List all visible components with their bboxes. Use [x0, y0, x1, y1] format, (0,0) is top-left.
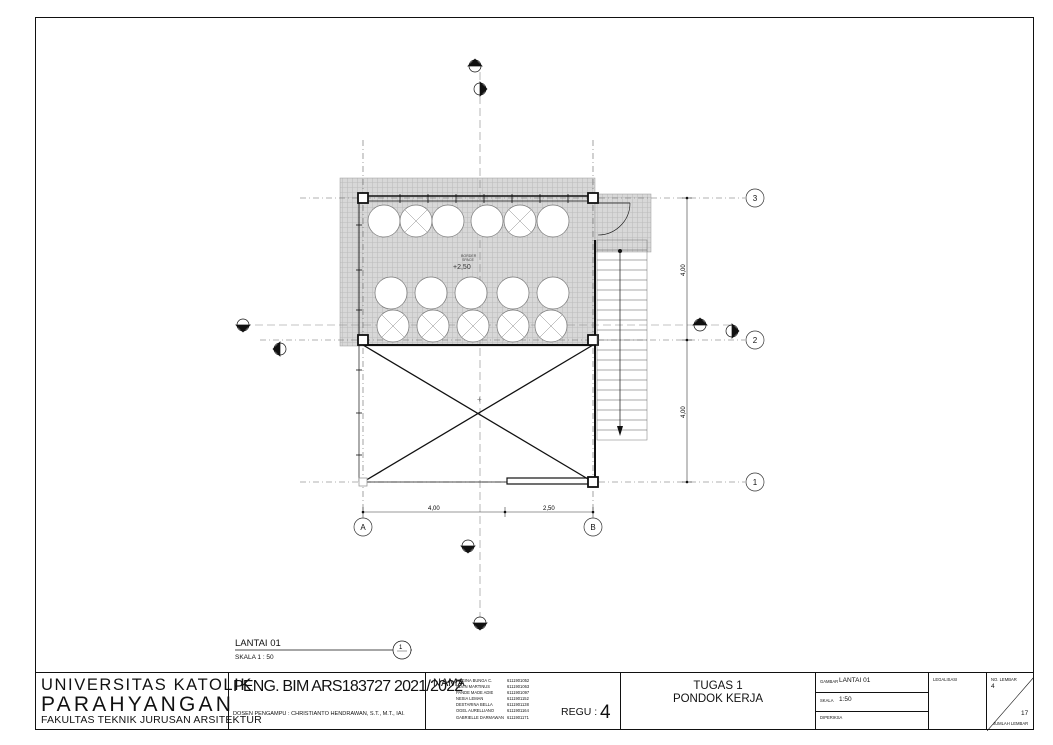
section-marker-top [473, 81, 488, 97]
stair-arrow-icon [617, 426, 623, 436]
assignment-title: TUGAS 1 PONDOK KERJA [621, 680, 815, 706]
skala-label: SKALA [820, 698, 834, 703]
grid-bubble-a [353, 517, 373, 537]
elevation-marker-top [467, 58, 483, 73]
grid-bubble-2 [745, 330, 765, 350]
gambar-label: GAMBAR [820, 679, 839, 684]
skala-value: 1:50 [839, 696, 852, 703]
assignment-cell: TUGAS 1 PONDOK KERJA [621, 673, 816, 730]
section-marker-left [235, 318, 251, 333]
course-cell: PENG. BIM ARS183727 2021/2022 DOSEN PENG… [229, 673, 463, 730]
member-name: DESTARINA BELLA [456, 702, 493, 708]
regu-number: 4 [600, 702, 611, 723]
lecturer: DOSEN PENGAMPU : CHRISTIANTO HENDRAWAN, … [233, 711, 405, 717]
university-cell: UNIVERSITAS KATOLIK PARAHYANGAN FAKULTAS… [35, 673, 262, 730]
void-cross-2 [362, 344, 594, 483]
dim-h-2: 2,50 [543, 506, 555, 512]
member-row: NESIA LEMAN 6111901152 [456, 696, 529, 702]
assignment-line1: TUGAS 1 [693, 680, 743, 692]
member-name: OGEL AURELLIANO [456, 708, 495, 714]
jumlah-lembar-value: 17 [1021, 710, 1029, 717]
column-a3 [357, 192, 369, 204]
grid-label-b: B [590, 523, 595, 532]
elevation-marker-left [272, 341, 287, 357]
dim-v-1: 4,00 [681, 264, 687, 276]
view-title-number: 1 [399, 645, 403, 651]
sheet-number-cell: NO. LEMBAR 4 17 JUMLAH LEMBAR [987, 673, 1034, 731]
grid-bubble-3 [745, 188, 765, 208]
member-row: OGEL AURELLIANO 6111901164 [456, 708, 529, 714]
nama-label: NAMA [433, 677, 465, 689]
section-marker-right [692, 317, 708, 332]
member-nrp: 6111901138 [507, 702, 529, 708]
dim-v-2: 4,00 [681, 406, 687, 418]
member-name: NESIA LEMAN [456, 696, 484, 702]
members-cell: NAMA REGINA BUNGA C. 6111901052 ALVIN MAR… [426, 673, 621, 730]
grid-label-2: 2 [753, 336, 758, 345]
jumlah-lembar-label: JUMLAH LEMBAR [993, 721, 1029, 726]
member-name: PANDE MADE ADIE [456, 690, 494, 696]
legalisasi-cell: LEGALISASI [929, 673, 987, 730]
sheet-number-divider [987, 676, 1034, 731]
member-name: GABRIELLE DARMAWAN [456, 714, 504, 720]
view-title: LANTAI 01 [235, 638, 281, 649]
sheet-info-cell: GAMBAR LANTAI 01 SKALA 1:50 DIPERIKSA [816, 673, 929, 730]
elevation-marker-bottom [460, 539, 476, 554]
member-nrp: 6111901063 [507, 684, 530, 690]
view-title-bubble [392, 640, 412, 660]
member-nrp: 6111901097 [507, 690, 530, 696]
diperiksa-label: DIPERIKSA [820, 715, 843, 720]
member-nrp: 6111901152 [507, 696, 529, 702]
member-nrp: 6111901052 [507, 678, 530, 683]
university-line2: PARAHYANGAN [41, 693, 235, 716]
door-swing [597, 202, 631, 236]
assignment-line2: PONDOK KERJA [672, 693, 764, 705]
column-b3 [587, 192, 599, 204]
drawing-sheet-border [35, 17, 1034, 730]
university-line1: UNIVERSITAS KATOLIK [41, 676, 253, 694]
member-name: ALVIN MARTINUS [456, 684, 490, 690]
stair [596, 239, 648, 441]
no-lembar-label: NO. LEMBAR [991, 677, 1017, 682]
member-row: PANDE MADE ADIE 6111901097 [456, 690, 529, 696]
section-center-mark: + [477, 395, 482, 404]
member-name: REGINA BUNGA C. [456, 678, 493, 683]
regu-label: REGU : [561, 706, 598, 718]
member-row: DESTARINA BELLA 6111901138 [456, 702, 529, 708]
level-label: BORDER [461, 254, 477, 258]
member-row: ALVIN MARTINUS 6111901063 [456, 684, 529, 690]
grid-label-1: 1 [753, 478, 758, 487]
column-b2 [587, 334, 599, 346]
member-nrp: 6111901171 [507, 714, 529, 720]
elevation-marker-right [725, 323, 740, 339]
level-label-2: SPACE [462, 258, 475, 262]
dim-h-1: 4,00 [428, 506, 440, 512]
member-list: REGINA BUNGA C. 6111901052 ALVIN MARTINUS… [456, 678, 529, 721]
grid-label-3: 3 [753, 194, 758, 203]
column-b1 [587, 476, 599, 488]
title-block: UNIVERSITAS KATOLIK PARAHYANGAN FAKULTAS… [35, 672, 1034, 731]
grid-label-a: A [360, 523, 366, 532]
gambar-value: LANTAI 01 [839, 677, 871, 684]
column-a2 [357, 334, 369, 346]
beam-bottom-solid [506, 477, 594, 485]
level-value: +2,50 [453, 264, 471, 271]
no-lembar-value: 4 [991, 683, 995, 690]
member-row: REGINA BUNGA C. 6111901052 [456, 678, 529, 684]
column-a1 [358, 477, 368, 487]
grid-bubble-b [583, 517, 603, 537]
member-nrp: 6111901164 [507, 708, 529, 714]
section-marker-bottom [472, 616, 488, 631]
course-title: PENG. BIM ARS183727 2021/2022 [233, 678, 463, 695]
stair-start-dot [618, 249, 622, 253]
grid-bubble-1 [745, 472, 765, 492]
view-scale: SKALA 1 : 50 [235, 654, 274, 661]
university-line3: FAKULTAS TEKNIK JURUSAN ARSITEKTUR [41, 714, 262, 726]
legalisasi-label: LEGALISASI [933, 677, 958, 682]
